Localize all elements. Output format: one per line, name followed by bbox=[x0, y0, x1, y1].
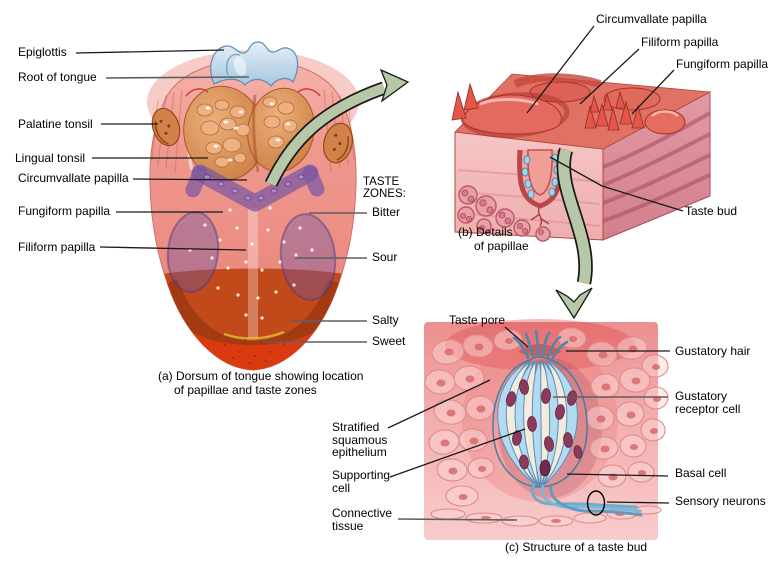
leader-taste-pore bbox=[504, 326, 529, 348]
fungiform-dome bbox=[644, 109, 686, 135]
caption-panel-b: (b) Details of papillae bbox=[458, 225, 529, 253]
leader-basal-cell bbox=[566, 473, 669, 477]
palatine-tonsils bbox=[151, 107, 354, 164]
leader-taste-bud-b bbox=[549, 156, 684, 212]
gustatory-hairs bbox=[512, 329, 569, 361]
label-circumvallate-papilla-a: Circumvallate papilla bbox=[18, 171, 129, 185]
taste-bud-illustration bbox=[424, 319, 669, 540]
label-basal-cell: Basal cell bbox=[675, 466, 727, 480]
fungiform-papillae-specks bbox=[188, 206, 314, 320]
lingual-tonsils bbox=[183, 85, 315, 181]
label-filiform-papilla-a: Filiform papilla bbox=[18, 240, 96, 254]
caption-panel-a: (a) Dorsum of tongue showing location of… bbox=[158, 369, 364, 397]
label-circumvallate-papilla-b: Circumvallate papilla bbox=[596, 12, 707, 26]
label-supporting-cell: Supporting cell bbox=[332, 468, 391, 495]
epithelial-nuclei bbox=[436, 336, 661, 523]
curved-arrow-a-to-b-icon bbox=[264, 68, 410, 187]
leader-lines bbox=[75, 25, 684, 521]
label-sensory-neurons: Sensory neurons bbox=[675, 494, 766, 508]
block-right-striations bbox=[602, 111, 711, 223]
label-connective-tissue: Connective tissue bbox=[332, 506, 393, 533]
label-taste-pore: Taste pore bbox=[449, 313, 506, 327]
block-top-surface bbox=[451, 73, 712, 150]
papillae-block-illustration bbox=[451, 73, 712, 242]
sweet-zone-arc bbox=[223, 330, 285, 340]
leader-circumvallate-a bbox=[132, 178, 248, 181]
label-filiform-papilla-b: Filiform papilla bbox=[641, 35, 719, 49]
label-sweet: Sweet bbox=[372, 334, 406, 348]
epiglottis-shape bbox=[185, 41, 321, 97]
leader-connective-tissue bbox=[397, 518, 518, 521]
label-root-of-tongue: Root of tongue bbox=[18, 70, 97, 84]
label-epiglottis: Epiglottis bbox=[18, 45, 67, 59]
label-salty: Salty bbox=[372, 313, 399, 327]
leader-filiform-a bbox=[99, 246, 247, 251]
label-gustatory-receptor-cell: Gustatory receptor cell bbox=[675, 389, 741, 416]
label-taste-zones-heading: TASTE ZONES: bbox=[363, 176, 406, 200]
leader-fungiform-b bbox=[631, 69, 675, 115]
leader-root-of-tongue bbox=[105, 76, 250, 79]
filiform-spikes bbox=[451, 82, 645, 131]
label-gustatory-hair: Gustatory hair bbox=[675, 344, 751, 358]
taste-bud-nuclei bbox=[505, 379, 583, 470]
tip-stipple bbox=[217, 334, 291, 364]
label-taste-bud-b: Taste bud bbox=[685, 204, 738, 218]
epithelial-cells bbox=[424, 327, 669, 527]
sensory-neuron-circle-annotation bbox=[586, 490, 606, 516]
label-fungiform-papilla-b: Fungiform papilla bbox=[676, 57, 769, 71]
capillary-lines bbox=[530, 205, 550, 227]
label-fungiform-papilla-a: Fungiform papilla bbox=[18, 204, 111, 218]
leader-circumvallate-b bbox=[526, 25, 595, 114]
leader-filiform-b bbox=[579, 48, 640, 105]
taste-bud-outline bbox=[492, 356, 588, 488]
basal-cell-shape bbox=[539, 459, 551, 477]
label-sour: Sour bbox=[372, 250, 398, 264]
tongue-illustration bbox=[147, 41, 359, 371]
leader-supporting-cell bbox=[389, 428, 526, 478]
sensory-neuron-fibres bbox=[531, 482, 643, 517]
label-lingual-tonsil: Lingual tonsil bbox=[15, 151, 86, 165]
label-palatine-tonsil: Palatine tonsil bbox=[18, 117, 93, 131]
leader-sensory-neurons bbox=[606, 501, 670, 504]
leader-stratified-epithelium bbox=[387, 379, 491, 429]
caption-panel-c: (c) Structure of a taste bud bbox=[505, 540, 648, 554]
label-bitter: Bitter bbox=[372, 205, 401, 219]
label-stratified-squamous-epithelium: Stratified squamous epithelium bbox=[332, 420, 388, 459]
leader-epiglottis bbox=[75, 49, 225, 54]
block-cell-clusters bbox=[457, 185, 551, 242]
bitter-zone-band bbox=[185, 164, 325, 212]
sour-zone-right bbox=[279, 213, 337, 301]
